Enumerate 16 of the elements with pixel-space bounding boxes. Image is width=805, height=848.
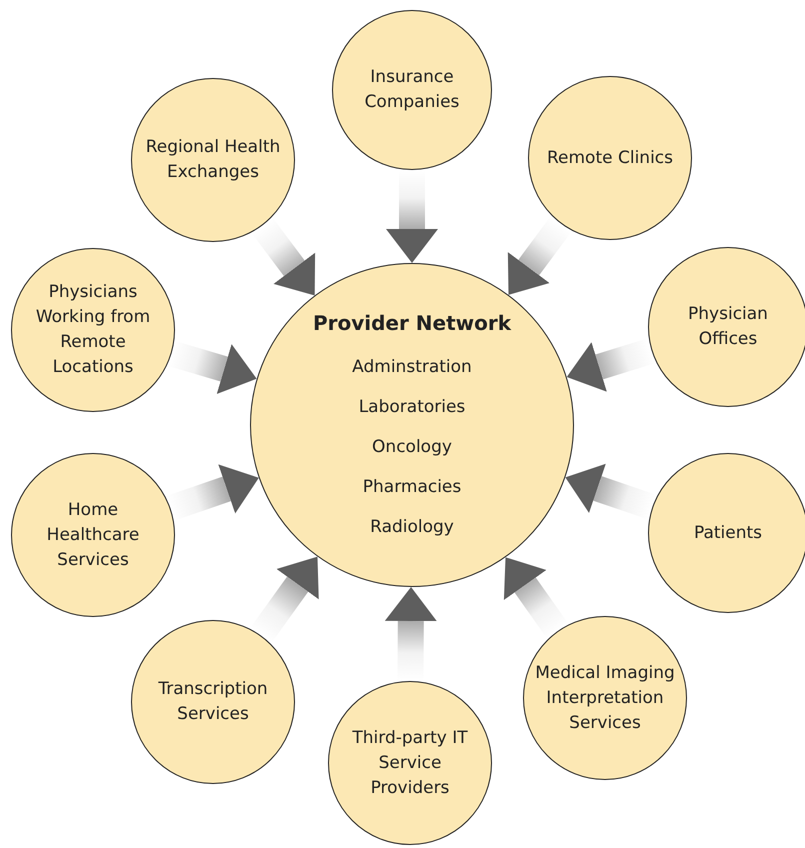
list-item: Pharmacies [362, 477, 462, 497]
node-label: Physician Offices [687, 303, 769, 351]
node-label: Remote Clinics [546, 146, 674, 170]
node-label: Insurance Companies [364, 66, 460, 114]
node-label: Transcription Services [157, 678, 269, 726]
node-label: Patients [692, 522, 764, 544]
list-item: Oncology [371, 437, 453, 457]
node-heading: Provider Network [312, 313, 512, 333]
node-label: Physicians Working from Remote Locations [34, 281, 152, 379]
list-item: Laboratories [358, 397, 466, 417]
node-label: Regional Health Exchanges [144, 136, 282, 184]
list-item: Radiology [369, 517, 455, 537]
list-item: Adminstration [351, 357, 473, 377]
node-label: Third-party IT Service Providers [351, 726, 469, 800]
node-label: Medical Imaging Interpretation Services [534, 662, 676, 734]
node-label: Home Healthcare Services [46, 498, 140, 572]
